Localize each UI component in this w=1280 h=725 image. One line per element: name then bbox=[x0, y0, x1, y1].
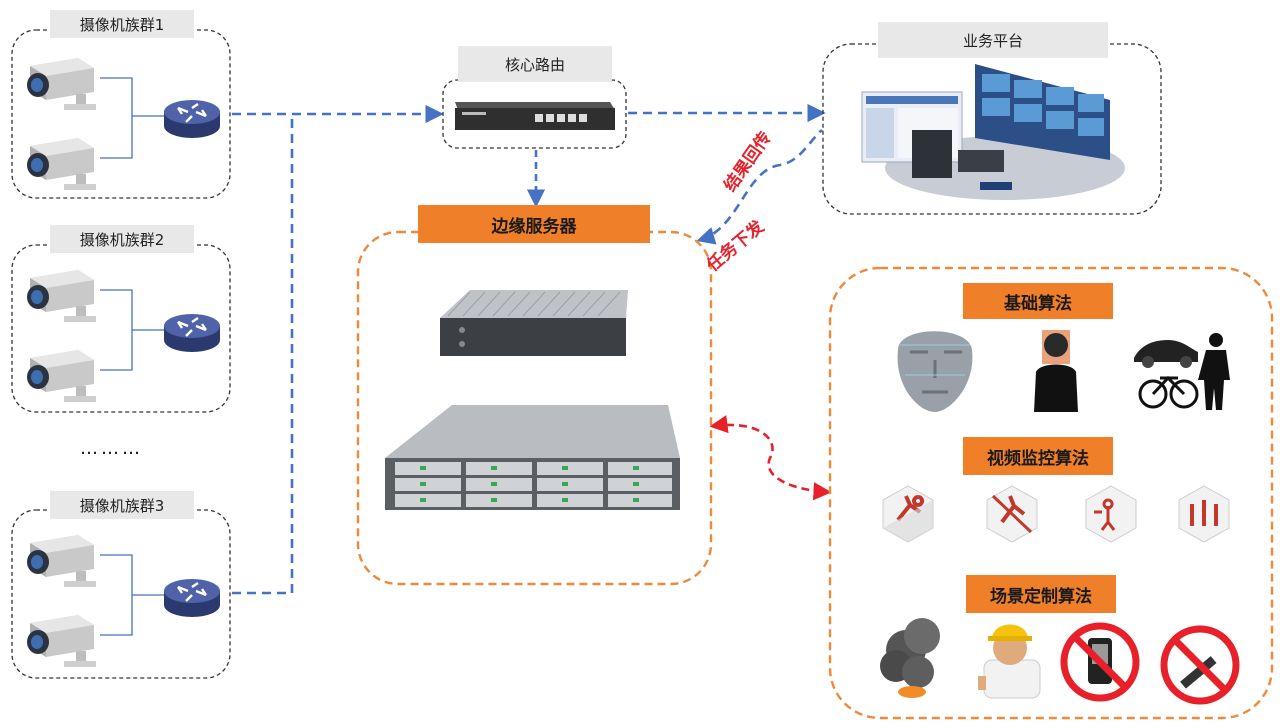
business-platform-label: 业务平台 bbox=[878, 22, 1108, 58]
no-running-icon bbox=[986, 485, 1038, 543]
smoke-fire-icon bbox=[880, 618, 940, 698]
face-scan-icon bbox=[897, 331, 973, 412]
camera-icon bbox=[27, 138, 96, 190]
link-cluster3-core bbox=[232, 114, 294, 595]
scene-algorithm-label: 场景定制算法 bbox=[966, 575, 1116, 613]
camera-icon bbox=[27, 270, 96, 322]
ellipsis: ……… bbox=[80, 438, 143, 459]
fanless-server-icon bbox=[440, 290, 628, 356]
vehicle-person-icon bbox=[1134, 333, 1230, 410]
core-router-device-icon bbox=[455, 102, 615, 130]
cluster-label-1: 摄像机族群1 bbox=[50, 10, 194, 38]
basic-algorithm-label: 基础算法 bbox=[963, 283, 1113, 319]
video-algorithm-label: 视频监控算法 bbox=[963, 437, 1113, 475]
core-router-label: 核心路由 bbox=[458, 46, 612, 82]
router-icon bbox=[162, 98, 222, 140]
camera-icon bbox=[27, 350, 96, 402]
running-person-icon bbox=[882, 485, 934, 543]
no-phone-icon bbox=[1060, 622, 1140, 702]
cluster-label-3: 摄像机族群3 bbox=[50, 491, 194, 519]
monitoring-center-icon bbox=[861, 64, 1125, 200]
algorithms-box bbox=[828, 266, 1274, 720]
camera-icon bbox=[27, 615, 96, 667]
no-smoking-icon bbox=[1160, 625, 1240, 705]
body-scan-icon bbox=[1034, 330, 1078, 412]
crowd-gathering-icon bbox=[1178, 485, 1230, 543]
router-icon bbox=[162, 577, 222, 619]
helmet-worker-icon bbox=[978, 624, 1041, 699]
falling-person-icon bbox=[1085, 485, 1137, 543]
link-edge-algorithms bbox=[709, 415, 832, 501]
camera-icon bbox=[27, 58, 96, 110]
router-icon bbox=[162, 312, 222, 354]
edge-server-label: 边缘服务器 bbox=[418, 205, 650, 243]
camera-icon bbox=[27, 535, 96, 587]
rack-server-icon bbox=[385, 405, 680, 510]
cluster-label-2: 摄像机族群2 bbox=[50, 225, 194, 253]
